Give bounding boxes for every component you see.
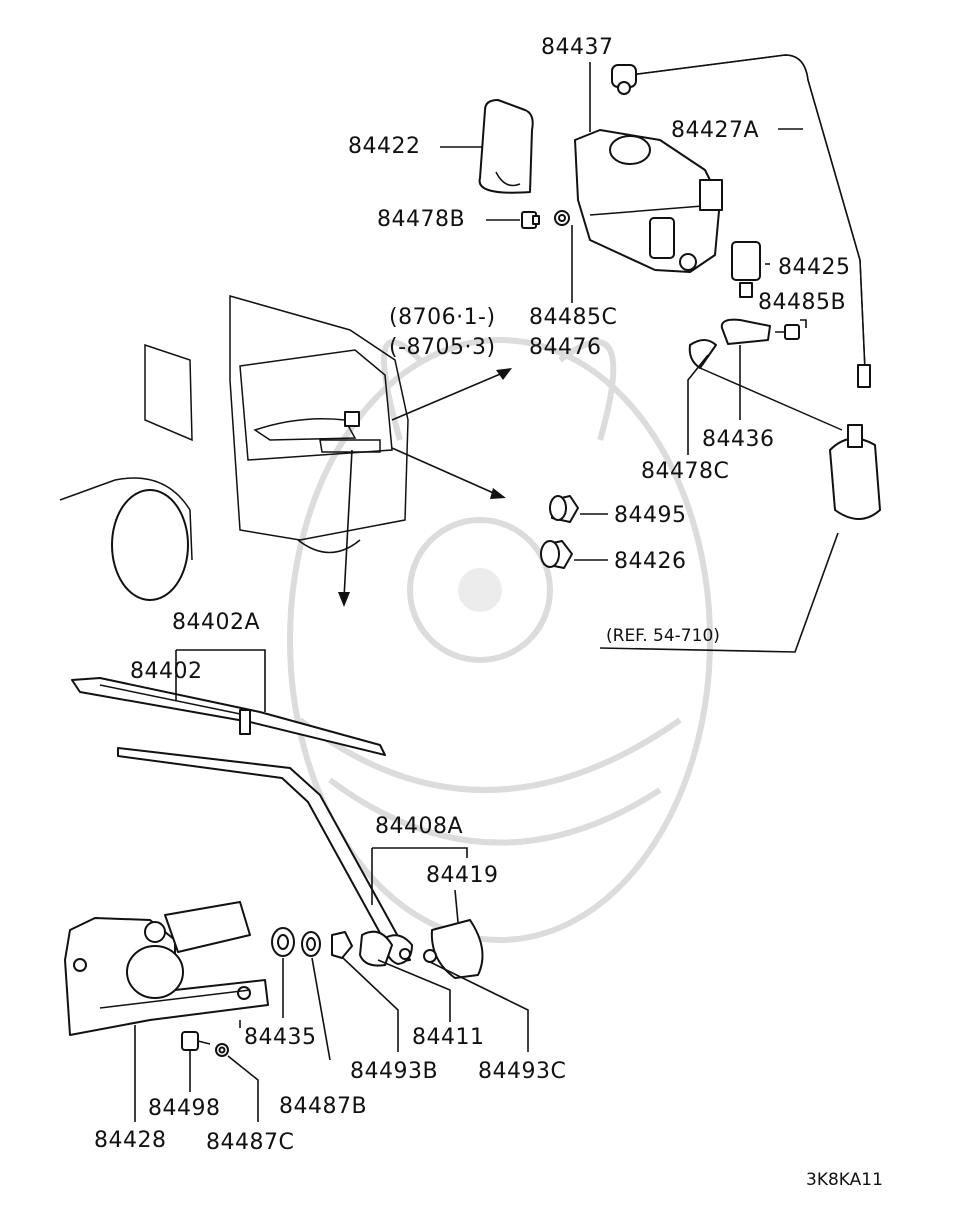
label-date-from: (8706·1-) — [389, 305, 496, 330]
washer-hose-84427a — [629, 54, 871, 388]
label-84425: 84425 — [778, 255, 851, 280]
label-84487b: 84487B — [279, 1094, 367, 1119]
wiper-motor-84428 — [64, 901, 269, 1036]
washer-pump-84425 — [731, 241, 761, 298]
vehicle-rear-outline — [59, 295, 409, 601]
watermark-emblem — [287, 337, 713, 943]
label-84478c: 84478C — [641, 459, 729, 484]
label-84493c: 84493C — [478, 1059, 566, 1084]
label-84476: 84476 — [529, 335, 602, 360]
diagram-code: 3K8KA11 — [806, 1170, 883, 1190]
wiper-arm-84408a — [117, 747, 413, 965]
grommet-84426 — [540, 540, 573, 569]
clamp-84436 — [720, 318, 771, 345]
label-ref: (REF. 54-710) — [606, 626, 720, 646]
pivot-parts — [271, 927, 437, 967]
label-84408a: 84408A — [375, 814, 463, 839]
label-84419: 84419 — [426, 863, 499, 888]
label-84402a: 84402A — [172, 610, 260, 635]
label-84427a: 84427A — [671, 118, 759, 143]
grommet-84495 — [549, 495, 579, 523]
bolt-84478b — [521, 211, 540, 229]
label-84485b: 84485B — [758, 290, 846, 315]
hose-line — [699, 367, 881, 520]
arrows — [338, 368, 512, 607]
nut-84485c — [554, 210, 570, 226]
label-84498: 84498 — [148, 1096, 221, 1121]
label-84478b: 84478B — [377, 207, 465, 232]
label-84493b: 84493B — [350, 1059, 438, 1084]
label-84436: 84436 — [702, 427, 775, 452]
washer-84487c — [215, 1043, 229, 1057]
leader-lines — [134, 62, 839, 1122]
wiper-cap-84419 — [430, 919, 484, 979]
label-84422: 84422 — [348, 134, 421, 159]
label-84435: 84435 — [244, 1025, 317, 1050]
cap-84422 — [478, 99, 534, 194]
wiper-blade-84402 — [71, 677, 386, 756]
label-84426: 84426 — [614, 549, 687, 574]
label-84402: 84402 — [130, 659, 203, 684]
label-84495: 84495 — [614, 503, 687, 528]
bolt-84498 — [181, 1031, 211, 1051]
screw-84485b — [775, 324, 800, 340]
label-date-to: (-8705·3) — [389, 335, 496, 360]
part-labels: 84437 84427A 84422 84478B 84425 84485B (… — [94, 35, 883, 1190]
label-84411: 84411 — [412, 1025, 485, 1050]
label-84428: 84428 — [94, 1128, 167, 1153]
hose-connector-84437 — [611, 64, 637, 95]
label-84437: 84437 — [541, 35, 614, 60]
label-84485c: 84485C — [529, 305, 617, 330]
clip-84478c — [688, 339, 717, 369]
washer-tank — [574, 129, 723, 273]
label-84487c: 84487C — [206, 1130, 294, 1155]
